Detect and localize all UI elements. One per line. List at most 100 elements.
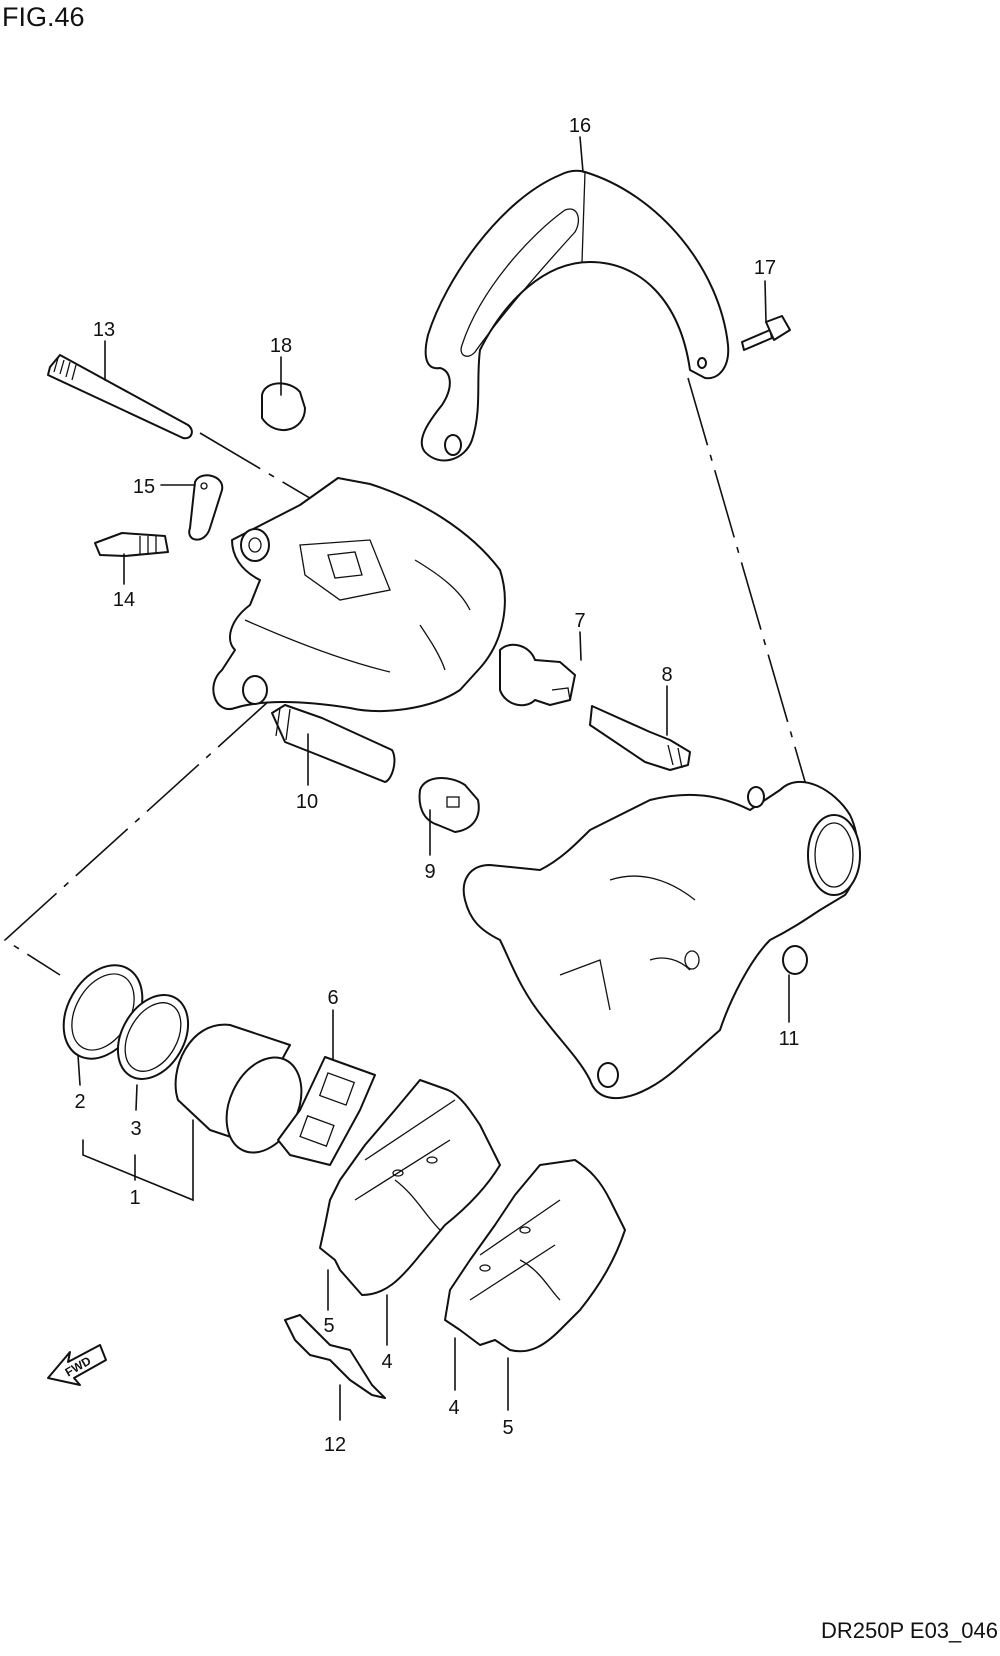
figure-title: FIG.46 [2, 2, 85, 32]
callout-3: 3 [130, 1118, 141, 1140]
caliper-boss-hole [248, 537, 262, 553]
leader-7 [579, 631, 582, 661]
plate-part-15 [188, 474, 224, 541]
plate-15-body [188, 474, 224, 541]
caliper-body [212, 477, 506, 712]
holder-11-bore-inner [814, 822, 854, 888]
pad-right-backing [444, 1159, 626, 1353]
boot-part-9 [418, 777, 480, 833]
caliper-main-body [212, 477, 506, 712]
callout-11: 11 [779, 1028, 800, 1050]
bleeder-14-body [94, 532, 169, 557]
bracket-16-hole [444, 434, 462, 456]
brake-pad-left [319, 1079, 501, 1296]
callout-labels: 16 17 13 18 15 14 7 8 10 9 11 6 2 3 1 5 … [74, 115, 799, 1456]
caliper-lower-boss [242, 675, 268, 705]
plate-15-hole [200, 482, 208, 490]
fwd-arrow: FWD [47, 1344, 107, 1386]
assembly-lines [3, 377, 809, 976]
bolt-8-body [589, 705, 691, 771]
callout-16: 16 [569, 115, 591, 137]
pin-part-13 [47, 354, 193, 440]
holder-11-top-hole [747, 786, 765, 808]
bracket-part-16 [420, 169, 730, 462]
caliper-boss [240, 528, 270, 562]
callout-12: 12 [324, 1434, 346, 1456]
bracket-16-body [420, 169, 730, 462]
leader-lines [77, 136, 790, 1421]
fwd-arrow-shape [47, 1344, 107, 1386]
cap-18-body [261, 382, 306, 431]
pad-right-contours [469, 1199, 561, 1301]
callout-18: 18 [270, 335, 292, 357]
pad-right-slot-2 [519, 1226, 531, 1234]
caliper-contours [244, 559, 471, 673]
pad-left-slot-2 [426, 1156, 438, 1164]
pin-10-thread [275, 707, 291, 741]
shim-12-body [284, 1314, 386, 1399]
brake-pad-right [444, 1159, 626, 1353]
leader-17 [764, 280, 767, 323]
bolt-7-body [499, 643, 576, 707]
pad-left-slot-1 [392, 1169, 404, 1177]
callout-5-right: 5 [502, 1417, 513, 1439]
holder-11-bore [807, 814, 861, 896]
bleeder-part-14 [94, 532, 169, 557]
bolt-part-7 [499, 643, 576, 707]
pin-10-body [271, 704, 396, 783]
holder-11-body [462, 780, 859, 1099]
pin-part-10 [271, 704, 396, 783]
assembly-line-bracket [687, 377, 809, 793]
seal-3-outer [116, 994, 190, 1080]
callout-4-left: 4 [381, 1351, 392, 1373]
leader-1-bracket [82, 1119, 194, 1202]
bolt-8-thread [667, 744, 683, 769]
callout-4-right: 4 [448, 1397, 459, 1419]
bracket-16-edge [581, 171, 586, 263]
holder-11-foot-hole [597, 1062, 619, 1088]
boot-9-body [418, 777, 480, 833]
pin-13-thread [53, 357, 77, 381]
callout-10: 10 [296, 791, 318, 813]
holder-11-lower-boss [782, 945, 808, 975]
leader-3 [135, 1084, 138, 1111]
caliper-window [299, 539, 391, 601]
leader-2 [77, 1054, 81, 1086]
callout-9: 9 [424, 861, 435, 883]
holder-part-11 [462, 780, 861, 1099]
bolt-17-thread [741, 329, 773, 351]
callout-6: 6 [327, 987, 338, 1009]
callout-15: 15 [133, 476, 155, 498]
callout-17: 17 [754, 257, 776, 279]
bolt-part-17 [741, 315, 791, 351]
bolt-7-hex [551, 687, 571, 701]
pad-left-contours [354, 1099, 456, 1231]
boot-9-slot [446, 796, 460, 808]
callout-14: 14 [113, 589, 135, 611]
bolt-part-8 [589, 705, 691, 771]
callout-5-left: 5 [323, 1315, 334, 1337]
holder-11-pin-hole [684, 950, 700, 970]
shim-part-12 [284, 1314, 386, 1399]
callout-7: 7 [574, 610, 585, 632]
spring-6-window-2 [299, 1115, 335, 1147]
spring-6-window-1 [318, 1072, 356, 1106]
bracket-16-slot [460, 208, 579, 357]
assembly-line-pin [199, 432, 331, 511]
callout-13: 13 [93, 319, 115, 341]
seal-part-3 [116, 994, 190, 1080]
leader-16 [579, 136, 584, 173]
bleeder-14-thread [139, 536, 157, 555]
spring-part-6 [277, 1056, 376, 1166]
pin-13-shaft [47, 354, 193, 440]
assembly-line-caliper [3, 699, 271, 976]
bolt-17-head [765, 315, 791, 341]
drawing-code: DR250P E03_046 [821, 1618, 998, 1643]
callout-1: 1 [129, 1187, 140, 1209]
caliper-window-inner [327, 551, 363, 579]
pad-right-slot-1 [479, 1264, 491, 1272]
callout-2: 2 [74, 1091, 85, 1113]
pad-left-backing [319, 1079, 501, 1296]
callout-8: 8 [661, 664, 672, 686]
